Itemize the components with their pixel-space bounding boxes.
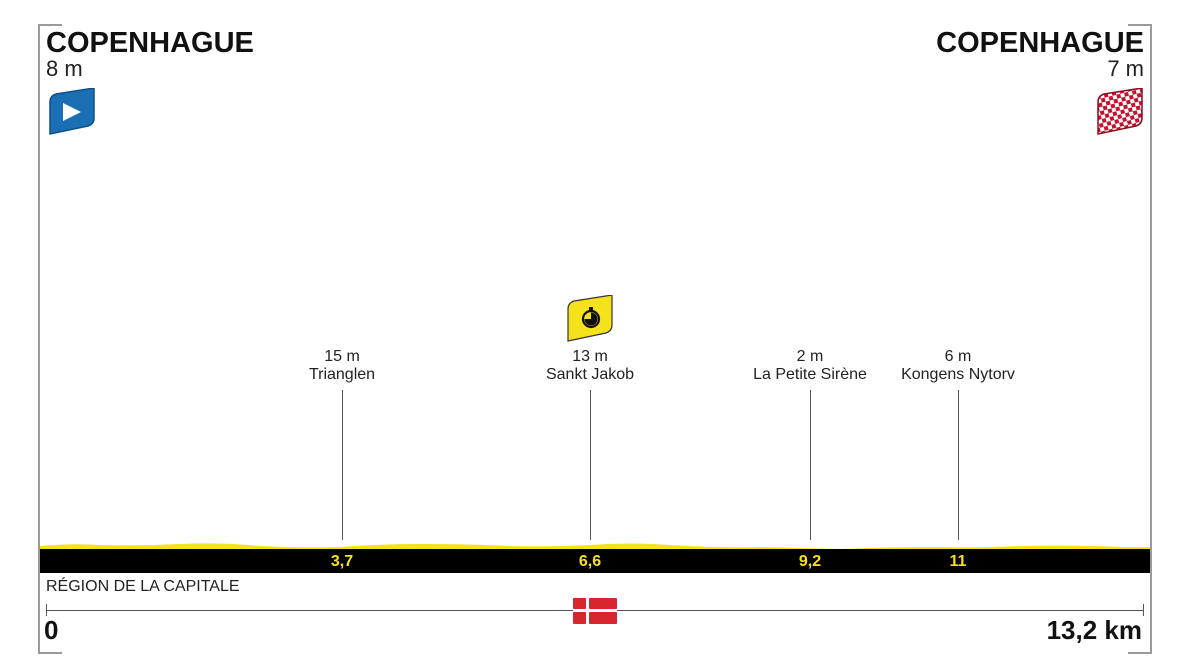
km-marker: 3,7 [330, 553, 354, 570]
km-marker: 9,2 [798, 553, 822, 570]
waypoint-line [590, 390, 591, 540]
frame-left-top [38, 24, 62, 26]
waypoint-trianglen: 15 m Trianglen [309, 348, 375, 384]
waypoint-la-petite-sirene: 2 m La Petite Sirène [753, 348, 867, 384]
frame-left [38, 24, 40, 654]
axis-tick-end [1143, 604, 1144, 616]
start-city: COPENHAGUE [46, 27, 254, 59]
checkered-finish-flag-icon [1094, 87, 1146, 141]
waypoint-altitude: 15 m [324, 348, 360, 365]
denmark-flag-icon [573, 598, 617, 629]
waypoint-name: Trianglen [308, 366, 376, 383]
axis-tick-start [46, 604, 47, 616]
waypoint-altitude: 13 m [572, 348, 608, 365]
km-marker: 6,6 [578, 553, 602, 570]
waypoint-name: La Petite Sirène [753, 366, 867, 383]
waypoint-kongens-nytorv: 6 m Kongens Nytorv [901, 348, 1015, 384]
waypoint-name: Kongens Nytorv [901, 366, 1015, 383]
frame-right-bottom [1128, 652, 1152, 654]
frame-right [1150, 24, 1152, 654]
stopwatch-intermediate-time-icon [564, 294, 616, 348]
region-label: RÉGION DE LA CAPITALE [46, 578, 240, 595]
finish-city: COPENHAGUE [936, 27, 1144, 59]
waypoint-name: Sankt Jakob [545, 366, 635, 383]
km-marker: 11 [949, 553, 967, 570]
distance-total: 13,2 km [1046, 615, 1142, 645]
waypoint-line [810, 390, 811, 540]
waypoint-altitude: 2 m [796, 348, 824, 365]
start-altitude: 8 m [46, 56, 83, 81]
waypoint-sankt-jakob: 13 m Sankt Jakob [546, 348, 634, 384]
waypoint-altitude: 6 m [944, 348, 972, 365]
frame-left-bottom [38, 652, 62, 654]
finish-altitude: 7 m [1107, 56, 1144, 81]
distance-bar [40, 549, 1150, 573]
distance-start: 0 [44, 615, 59, 645]
frame-right-top [1128, 24, 1152, 26]
waypoint-line [342, 390, 343, 540]
start-flag-icon [46, 87, 98, 141]
waypoint-line [958, 390, 959, 540]
